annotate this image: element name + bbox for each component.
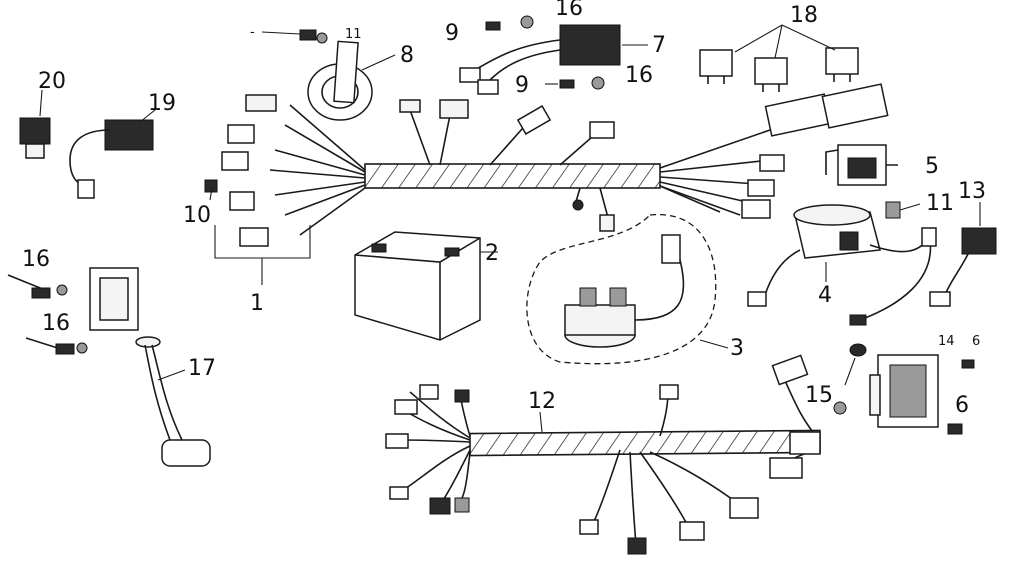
callout-8-leader <box>361 54 396 71</box>
main-wiring-harness <box>204 83 889 247</box>
relay-18-right <box>825 47 859 82</box>
callout-6-upper: 6 <box>972 334 980 349</box>
screw-11-leader <box>261 31 301 35</box>
bolt-16-coil-lower <box>25 337 88 355</box>
callout-16-left-upper: 16 <box>22 247 50 272</box>
starter-relay <box>564 234 685 348</box>
ecu-unit-14 <box>869 354 939 428</box>
callout-20-leader <box>39 89 43 117</box>
callout-11-horn: 11 <box>345 27 362 42</box>
bolt-9-upper <box>485 21 501 31</box>
callout-2: 2 <box>485 241 499 266</box>
nut-16-regulator-lower <box>591 76 605 90</box>
connector-box-13 <box>929 227 997 307</box>
callout-7: 7 <box>652 33 666 58</box>
bolt-16-coil-upper <box>7 274 68 299</box>
callout-15-leader <box>844 357 856 386</box>
horn <box>299 29 373 121</box>
callout-3: 3 <box>730 336 744 361</box>
callout-10-leader <box>209 187 213 201</box>
bolt-9-lower <box>545 79 575 89</box>
callout-18: 18 <box>790 3 818 28</box>
battery <box>354 231 481 341</box>
screw-6-lower <box>947 423 963 435</box>
callout-15: 15 <box>805 383 833 408</box>
starter-relay-dashed-outline <box>526 213 717 365</box>
callout-19: 19 <box>148 91 176 116</box>
callout-8: 8 <box>400 43 414 68</box>
callout-6-lower: 6 <box>955 393 969 418</box>
callout-17: 17 <box>188 356 216 381</box>
callout-small-dash: - <box>250 25 255 40</box>
callout-11-leader <box>899 203 921 211</box>
ignition-coil <box>89 267 211 467</box>
switch-19 <box>69 119 154 199</box>
part-1-group-bracket <box>214 225 311 285</box>
callout-9-lower: 9 <box>515 73 529 98</box>
callout-13: 13 <box>958 179 986 204</box>
callout-16-mid: 16 <box>625 63 653 88</box>
relay-18-left <box>699 49 733 84</box>
relay-5 <box>825 144 898 186</box>
grommet-15 <box>833 343 867 415</box>
callout-4: 4 <box>818 283 832 308</box>
callout-20: 20 <box>38 69 66 94</box>
callout-10: 10 <box>183 203 211 228</box>
connector-11 <box>885 201 901 219</box>
relay-18-center <box>754 57 788 92</box>
callout-9-upper: 9 <box>445 21 459 46</box>
screw-6-upper <box>961 359 975 369</box>
callout-14: 14 <box>938 334 955 349</box>
callout-12-leader <box>539 411 543 433</box>
callout-16-left-lower: 16 <box>42 311 70 336</box>
callout-12: 12 <box>528 389 556 414</box>
callout-16-top: 16 <box>555 0 583 21</box>
voltage-regulator <box>459 24 621 95</box>
callout-5: 5 <box>925 154 939 179</box>
sensor-20 <box>19 117 51 159</box>
callout-3-leader <box>699 339 729 349</box>
control-box <box>747 204 937 326</box>
callout-19-leader <box>139 109 156 123</box>
callout-11: 11 <box>926 191 954 216</box>
callout-18-leader <box>734 24 836 59</box>
callout-1: 1 <box>250 291 264 316</box>
callout-17-leader <box>157 369 186 381</box>
nut-16-regulator-upper <box>520 15 534 29</box>
sub-wiring-harness <box>385 354 821 555</box>
